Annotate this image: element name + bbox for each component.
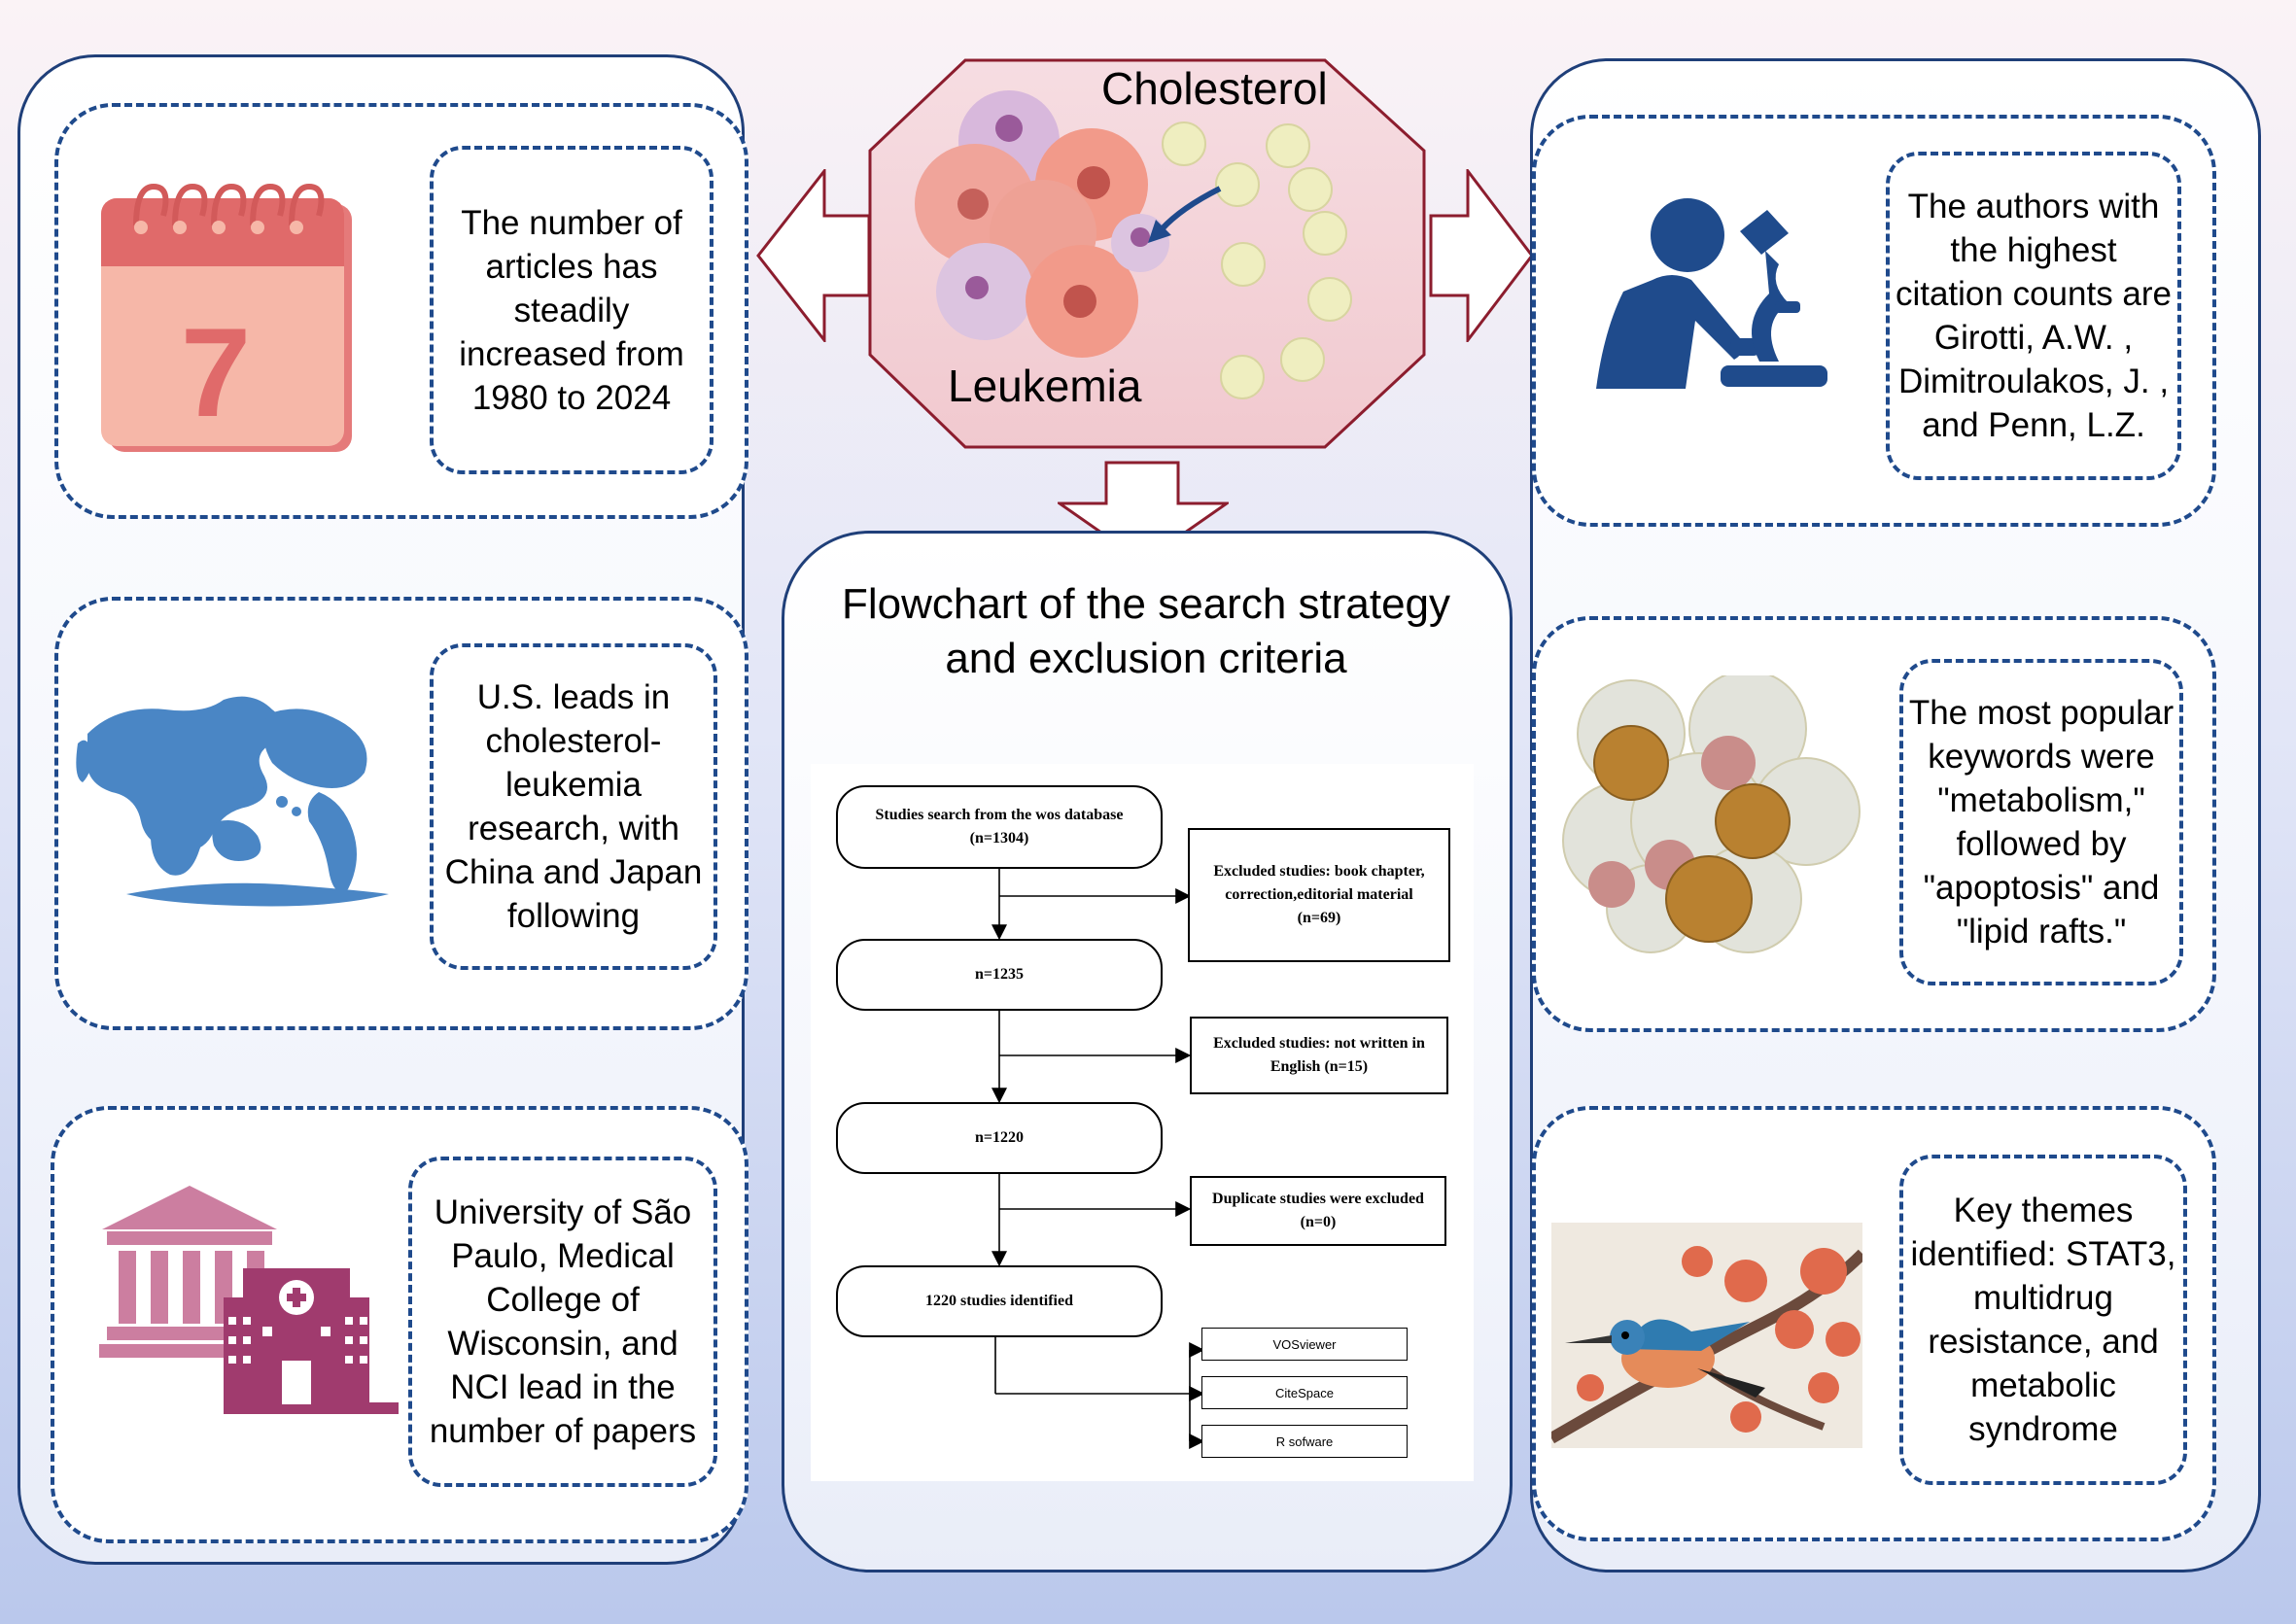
cholesterol-droplets	[1162, 121, 1352, 399]
cholesterol-leukemia-banner: Cholesterol Leukemia	[868, 58, 1426, 449]
right-arrow-icon	[1429, 166, 1534, 345]
flowchart-exclude-type: Excluded studies: book chapter, correcti…	[1188, 828, 1450, 962]
scientist-microscope-icon	[1594, 192, 1827, 397]
cell-cluster-image	[1553, 670, 1864, 957]
leukemia-label: Leukemia	[948, 361, 1142, 411]
flowchart-step-1235: n=1235	[836, 939, 1163, 1011]
calendar-icon: 7	[97, 175, 360, 457]
articles-text: The number of articles has steadily incr…	[430, 146, 713, 474]
left-arrow-icon	[756, 166, 871, 345]
tool-vosviewer: VOSviewer	[1201, 1328, 1408, 1361]
tool-r-software: R sofware	[1201, 1425, 1408, 1458]
keywords-text: The most popular keywords were "metaboli…	[1899, 659, 2183, 985]
flowchart-exclude-duplicate: Duplicate studies were excluded (n=0)	[1190, 1176, 1446, 1246]
flowchart-connectors	[991, 869, 1205, 1449]
calendar-number: 7	[181, 301, 251, 443]
institutions-text: University of São Paulo, Medical College…	[408, 1157, 717, 1487]
curved-arrow-icon	[1159, 186, 1222, 232]
flowchart-step-search: Studies search from the wos database (n=…	[836, 785, 1163, 869]
world-map-icon	[58, 685, 414, 918]
countries-text: U.S. leads in cholesterol-leukemia resea…	[430, 643, 717, 970]
flowchart-step-identified: 1220 studies identified	[836, 1265, 1163, 1337]
tool-citespace: CiteSpace	[1201, 1376, 1408, 1409]
flowchart-step-1220: n=1220	[836, 1102, 1163, 1174]
institution-icon	[97, 1181, 408, 1414]
authors-text: The authors with the highest citation co…	[1886, 152, 2181, 480]
down-arrow-icon	[1055, 461, 1232, 564]
themes-text: Key themes identified: STAT3, multidrug …	[1899, 1155, 2187, 1485]
leukemia-cells	[915, 90, 1169, 358]
cholesterol-label: Cholesterol	[1101, 63, 1328, 114]
flowchart-title: Flowchart of the search strategy and exc…	[841, 580, 1451, 682]
bird-illustration-image	[1548, 1223, 1867, 1448]
flowchart-exclude-language: Excluded studies: not written in English…	[1190, 1017, 1448, 1094]
